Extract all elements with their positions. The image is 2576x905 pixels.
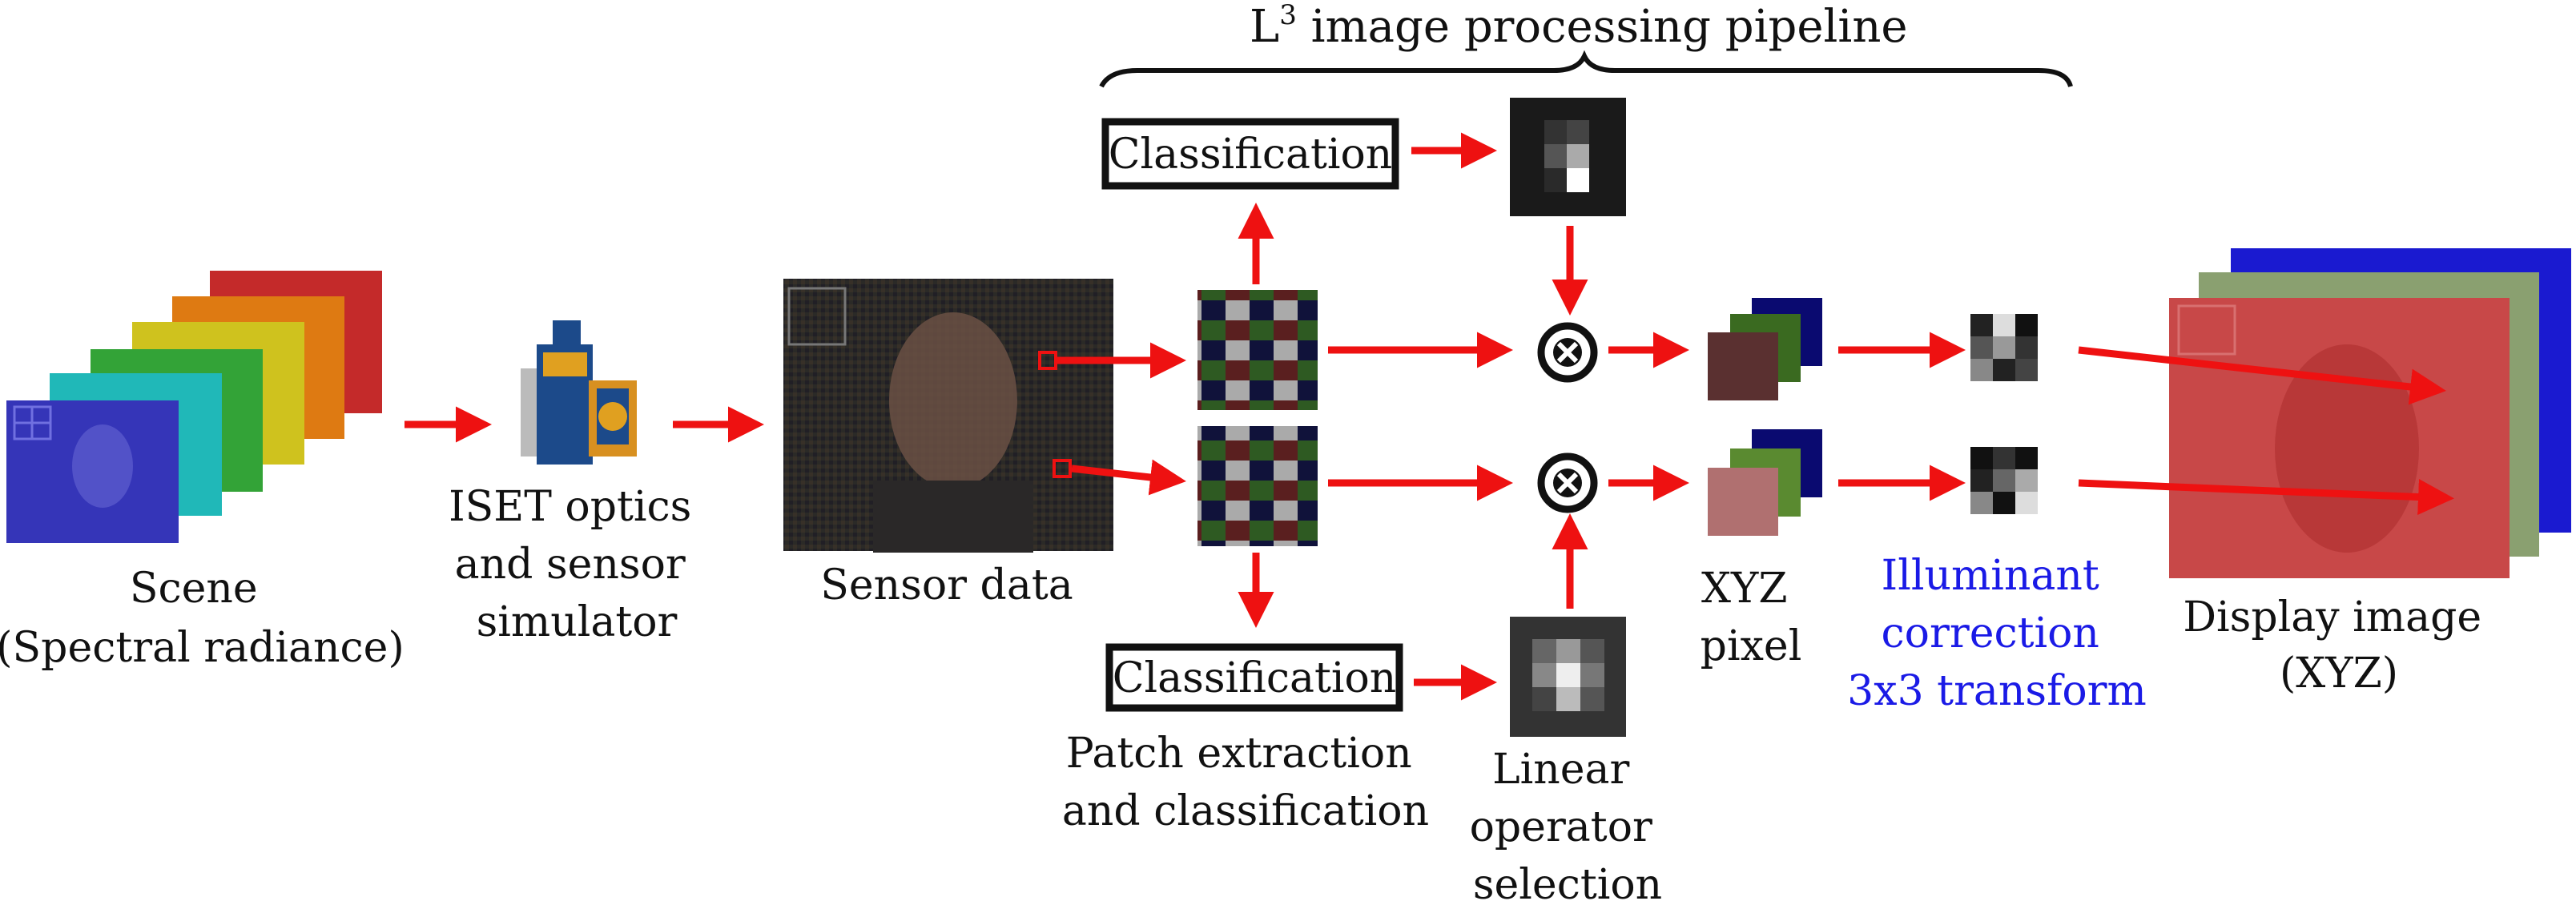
patch-label: Patch extraction and classification bbox=[1062, 730, 1429, 835]
sensor-patch-marker-top bbox=[1038, 351, 1057, 370]
arrow-transform-to-display-bottom bbox=[2078, 479, 2454, 515]
arrow-transform-to-display-top bbox=[2078, 346, 2446, 405]
scene-spectral-stack bbox=[6, 271, 382, 543]
arrow-sensor-to-patch-bottom bbox=[1071, 459, 1186, 496]
title-rest: image processing pipeline bbox=[1297, 1, 1908, 53]
operator-kernel-icon-bottom bbox=[1510, 617, 1626, 737]
classification-bottom-label: Classification bbox=[1113, 654, 1397, 702]
xyz-pixel-bottom bbox=[1708, 429, 1822, 536]
camera-icon bbox=[521, 320, 637, 465]
illuminant-matrix-top bbox=[1970, 314, 2038, 381]
pipeline-brace bbox=[1099, 50, 2073, 88]
classification-box-top: Classification bbox=[1101, 118, 1399, 190]
scene-label: Scene (Spectral radiance) bbox=[0, 565, 405, 672]
display-face bbox=[2275, 344, 2419, 553]
bayer-patch-icon-top bbox=[1197, 290, 1318, 410]
title-superscript: 3 bbox=[1279, 0, 1297, 31]
pipeline-title: L3 image processing pipeline bbox=[1250, 0, 1908, 53]
classification-box-bottom: Classification bbox=[1105, 643, 1403, 712]
svg-text:L3 image processing pipeline: L3 image processing pipeline bbox=[1250, 0, 1908, 53]
xyz-pixel-top bbox=[1708, 298, 1822, 400]
illuminant-label: Illuminant correction 3x3 transform bbox=[1847, 552, 2147, 715]
linear-operator-label: Linear operator selection bbox=[1470, 746, 1666, 905]
classification-top-label: Classification bbox=[1109, 131, 1393, 179]
sensor-patch-marker-bottom bbox=[1053, 459, 1072, 478]
sensor-data-image bbox=[783, 279, 1113, 553]
title-main: L bbox=[1250, 1, 1279, 53]
sensor-label: Sensor data bbox=[820, 561, 1073, 609]
scene-face bbox=[72, 424, 133, 508]
multiply-icon-bottom bbox=[1537, 452, 1598, 513]
illuminant-matrix-bottom bbox=[1970, 447, 2038, 514]
bayer-patch-icon-bottom bbox=[1197, 426, 1318, 546]
xyz-label: XYZ pixel bbox=[1701, 565, 1802, 670]
display-label: Display image (XYZ) bbox=[2183, 593, 2494, 698]
operator-kernel-icon-top bbox=[1510, 98, 1626, 216]
iset-label: ISET optics and sensor simulator bbox=[449, 483, 705, 646]
sensor-face bbox=[889, 312, 1017, 489]
multiply-icon-top bbox=[1537, 322, 1598, 383]
display-image-stack bbox=[2169, 248, 2571, 578]
